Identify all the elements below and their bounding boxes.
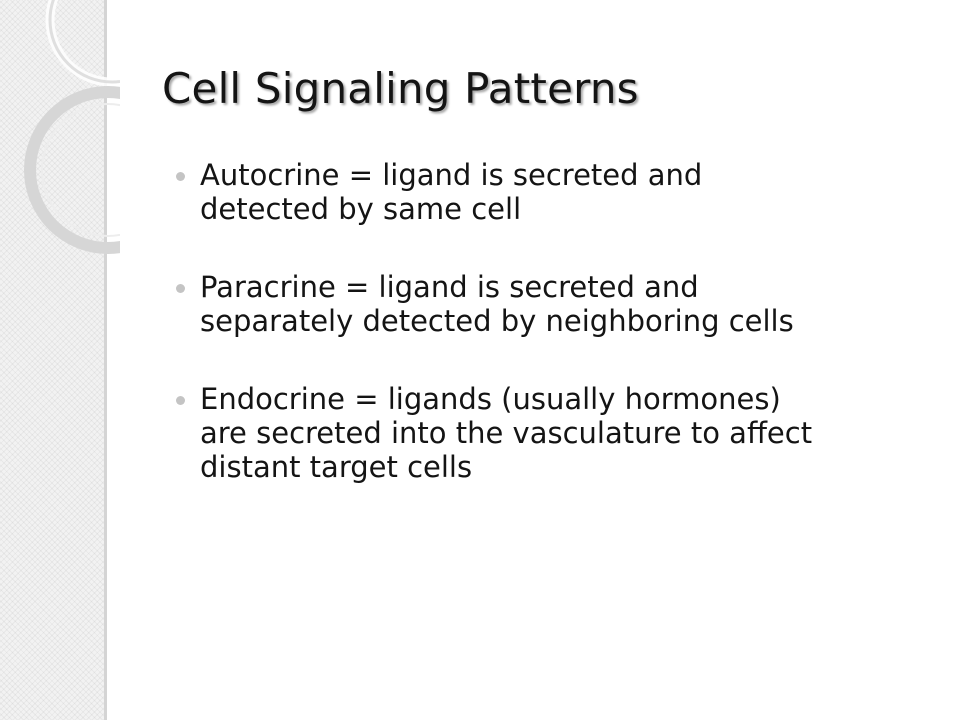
- slide-title: Cell Signaling Patterns: [162, 64, 639, 113]
- bullet-dot-icon: [176, 172, 185, 181]
- bullet-autocrine-line-1: Autocrine = ligand is secreted and: [200, 158, 703, 192]
- bullet-list: Autocrine = ligand is secreted and detec…: [176, 158, 936, 528]
- bullet-autocrine-line-2: detected by same cell: [200, 192, 522, 226]
- bullet-dot-icon: [176, 396, 185, 405]
- bullet-dot-icon: [176, 284, 185, 293]
- bullet-paracrine: Paracrine = ligand is secreted and separ…: [176, 270, 936, 338]
- ring-decoration-icon: [24, 0, 120, 254]
- bullet-paracrine-line-1: Paracrine = ligand is secreted and: [200, 270, 699, 304]
- bullet-endocrine-line-2: are secreted into the vasculature to aff…: [200, 416, 813, 450]
- bullet-endocrine-line-1: Endocrine = ligands (usually hormones): [200, 382, 781, 416]
- bullet-autocrine: Autocrine = ligand is secreted and detec…: [176, 158, 936, 226]
- side-panel-divider: [104, 0, 107, 720]
- bullet-paracrine-line-2: separately detected by neighboring cells: [200, 304, 794, 338]
- bullet-endocrine: Endocrine = ligands (usually hormones) a…: [176, 382, 936, 484]
- bullet-endocrine-line-3: distant target cells: [200, 450, 473, 484]
